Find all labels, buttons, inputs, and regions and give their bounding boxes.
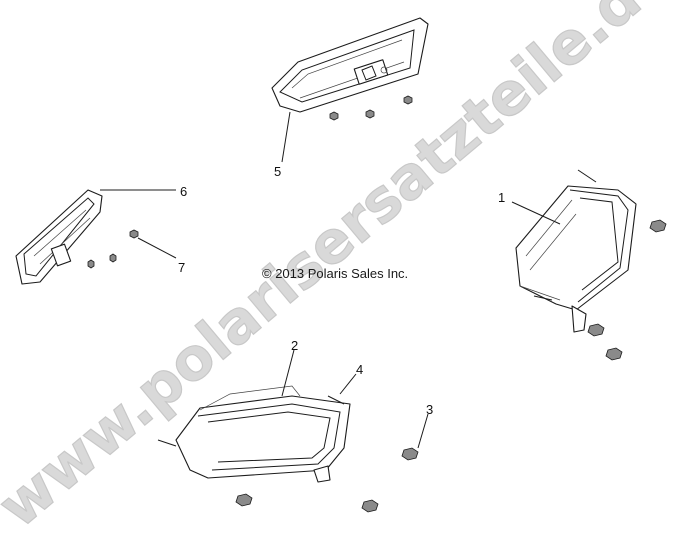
part-1-screws xyxy=(533,169,597,301)
callout-4: 4 xyxy=(356,362,363,377)
part-1-headlight xyxy=(515,185,637,333)
callout-2: 2 xyxy=(291,338,298,353)
part-1-clips xyxy=(587,219,667,361)
callout-5: 5 xyxy=(274,164,281,179)
callout-7: 7 xyxy=(178,260,185,275)
callout-1: 1 xyxy=(498,190,505,205)
part-7-nuts xyxy=(87,229,139,269)
callout-6: 6 xyxy=(180,184,187,199)
callout-3: 3 xyxy=(426,402,433,417)
part-5-nuts xyxy=(329,95,413,121)
part-4-screw xyxy=(157,395,345,447)
part-6-light-housing xyxy=(15,189,103,285)
copyright-text: © 2013 Polaris Sales Inc. xyxy=(262,266,408,281)
leader-lines xyxy=(100,111,561,449)
part-3-clips xyxy=(235,447,419,513)
part-5-light-housing xyxy=(271,17,429,113)
part-2-headlight xyxy=(175,385,351,483)
